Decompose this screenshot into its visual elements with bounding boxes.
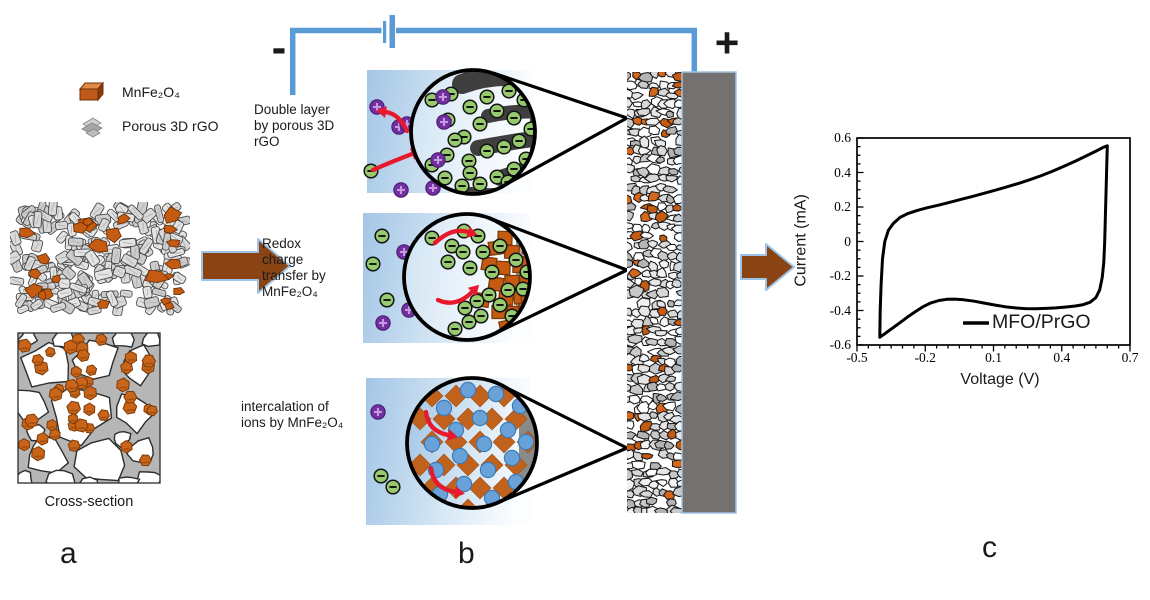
x-tick-label: -0.2 bbox=[914, 350, 936, 365]
x-axis-title: Voltage (V) bbox=[960, 371, 1040, 388]
battery-icon bbox=[383, 15, 395, 48]
x-tick-label: 0.1 bbox=[985, 350, 1002, 365]
cross-section-image bbox=[18, 333, 160, 483]
y-tick-label: -0.2 bbox=[829, 268, 851, 283]
aggregate-structure-image bbox=[10, 202, 190, 316]
current-collector bbox=[681, 71, 737, 514]
magnifier-callout-lines bbox=[488, 71, 628, 505]
arrow-b-to-c-icon bbox=[740, 243, 795, 291]
panel-label-b: b bbox=[458, 537, 475, 570]
chart-legend-label: MFO/PrGO bbox=[992, 311, 1091, 333]
cross-section-label: Cross-section bbox=[44, 494, 134, 510]
mechanism-label-redox: Redox charge transfer by MnFe₂O₄ bbox=[262, 236, 326, 299]
arrow-a-to-b-icon bbox=[201, 238, 291, 294]
cv-chart bbox=[856, 137, 1131, 352]
x-tick-label: 0.7 bbox=[1121, 350, 1139, 365]
y-tick-label: -0.4 bbox=[829, 302, 851, 318]
y-tick-label: 0.2 bbox=[834, 199, 851, 214]
panel-label-c: c bbox=[982, 531, 997, 564]
legend-label-rgo: Porous 3D rGO bbox=[122, 118, 219, 134]
panel-label-a: a bbox=[60, 537, 77, 570]
mnfe2o4-cube-icon bbox=[78, 81, 105, 102]
x-tick-label: -0.5 bbox=[846, 350, 868, 365]
cv-curve bbox=[878, 144, 1109, 339]
negative-terminal-label: - bbox=[271, 23, 287, 72]
y-tick-label: -0.6 bbox=[829, 337, 851, 352]
cross-section-border bbox=[17, 332, 161, 484]
y-tick-label: 0.6 bbox=[834, 130, 851, 145]
x-tick-label: 0.4 bbox=[1053, 350, 1071, 365]
plot-area bbox=[856, 137, 1131, 346]
y-tick-label: 0.4 bbox=[834, 164, 851, 180]
y-tick-label: 0 bbox=[844, 233, 851, 249]
legend-label-mnfe2o4: MnFe₂O₄ bbox=[122, 84, 180, 100]
mechanism-label-double-layer: Double layer by porous 3D rGO bbox=[254, 102, 335, 149]
rgo-flake-icon bbox=[81, 117, 103, 138]
positive-terminal-label: + bbox=[714, 19, 740, 66]
mechanism-label-intercalation: intercalation of ions by MnFe₂O₄ bbox=[241, 399, 344, 430]
circuit-wire bbox=[289, 27, 698, 95]
electrode-texture bbox=[627, 72, 682, 513]
